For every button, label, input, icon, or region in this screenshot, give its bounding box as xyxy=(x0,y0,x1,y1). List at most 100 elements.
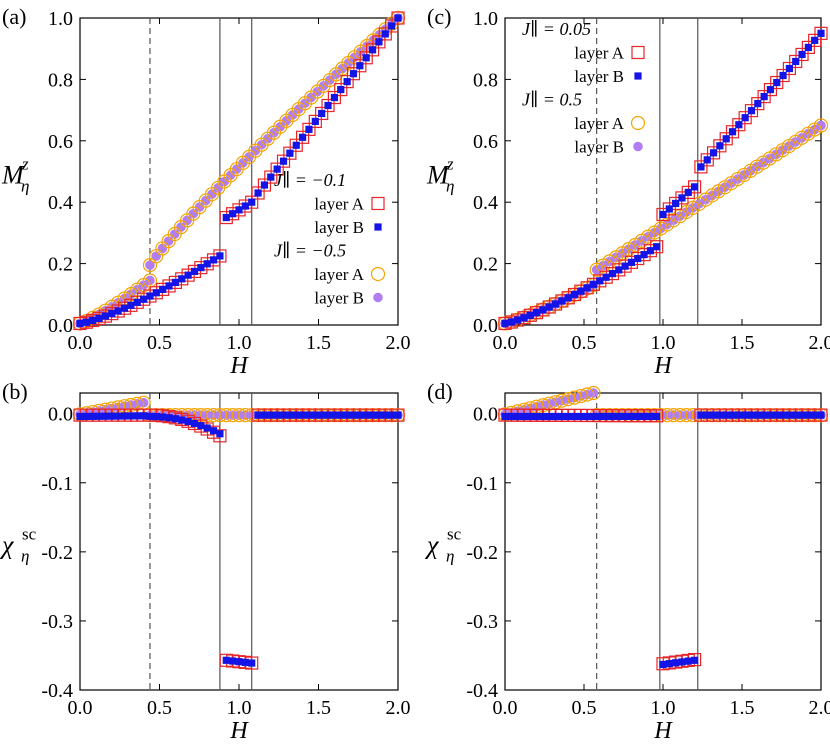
data-point-filled-square xyxy=(666,660,673,667)
data-point-filled-square xyxy=(539,413,546,420)
x-tick-label: 1.0 xyxy=(227,332,252,354)
data-point-filled-square xyxy=(140,412,147,419)
data-point-filled-square xyxy=(312,412,319,419)
y-axis-label-sup: z xyxy=(21,155,29,174)
data-point-filled-square xyxy=(286,412,293,419)
data-point-filled-square xyxy=(146,413,153,420)
y-axis-label-sub: η xyxy=(21,547,29,566)
data-point-filled-square xyxy=(369,46,376,53)
data-point-filled-square xyxy=(672,200,679,207)
data-point-filled-square xyxy=(159,413,166,420)
x-tick-label: 1.0 xyxy=(227,697,252,719)
data-point-filled-square xyxy=(356,62,363,69)
y-tick-label: 0.0 xyxy=(48,315,73,337)
data-point-filled-square xyxy=(159,286,166,293)
data-point-filled-square xyxy=(786,65,793,72)
x-tick-label: 0.5 xyxy=(572,332,597,354)
data-point-filled-square xyxy=(723,412,730,419)
data-point-filled-square xyxy=(571,413,578,420)
legend-header: J∥ = 0.5 xyxy=(522,90,582,110)
data-point-filled-square xyxy=(792,412,799,419)
data-point-filled-square xyxy=(89,317,96,324)
data-point-filled-square xyxy=(185,272,192,279)
data-point-filled-square xyxy=(197,422,204,429)
data-point-filled-square xyxy=(811,412,818,419)
data-point-filled-square xyxy=(603,274,610,281)
data-point-filled-square xyxy=(146,292,153,299)
data-point-filled-square xyxy=(729,128,736,135)
data-point-filled-square xyxy=(659,211,666,218)
data-point-filled-square xyxy=(102,413,109,420)
data-point-filled-square xyxy=(344,412,351,419)
data-point-filled-square xyxy=(102,313,109,320)
data-point-filled-square xyxy=(261,181,268,188)
data-point-filled-square xyxy=(710,149,717,156)
y-tick-label: 0.8 xyxy=(473,69,498,91)
y-tick-label: 0.6 xyxy=(473,131,498,153)
data-point-filled-square xyxy=(590,413,597,420)
data-point-filled-square xyxy=(786,412,793,419)
data-point-filled-square xyxy=(767,412,774,419)
panel-label: (d) xyxy=(427,379,453,404)
data-point-filled-square xyxy=(653,243,660,250)
data-point-filled-square xyxy=(324,102,331,109)
data-point-filled-square xyxy=(634,255,641,262)
x-tick-label: 1.5 xyxy=(306,332,331,354)
data-point-filled-square xyxy=(546,303,553,310)
y-tick-label: -0.4 xyxy=(41,680,73,702)
y-tick-label: 0.4 xyxy=(473,192,498,214)
legend-header: J∥ = −0.5 xyxy=(274,241,346,261)
data-point-filled-square xyxy=(514,316,521,323)
x-tick-label: 1.0 xyxy=(651,697,676,719)
data-point-filled-square xyxy=(388,22,395,29)
data-point-filled-square xyxy=(704,412,711,419)
data-point-filled-square xyxy=(514,413,521,420)
y-axis-label-sub: η xyxy=(21,177,29,196)
data-point-filled-square xyxy=(640,413,647,420)
y-tick-label: 0.2 xyxy=(473,254,498,276)
data-point-filled-square xyxy=(552,413,559,420)
x-tick-label: 0.5 xyxy=(572,697,597,719)
data-point-filled-square xyxy=(127,412,134,419)
data-point-filled-square xyxy=(767,86,774,93)
data-point-filled-square xyxy=(754,412,761,419)
legend-marker-filled-circle xyxy=(373,293,383,303)
data-point-filled-square xyxy=(210,256,217,263)
x-tick-label: 2.0 xyxy=(386,332,411,354)
data-point-filled-square xyxy=(235,658,242,665)
y-axis-label-sub: η xyxy=(446,547,454,566)
y-tick-label: -0.2 xyxy=(41,542,73,564)
y-tick-label: 1.0 xyxy=(48,8,73,30)
data-point-filled-square xyxy=(344,78,351,85)
data-point-filled-square xyxy=(558,413,565,420)
legend-marker-filled-square xyxy=(374,223,381,230)
data-point-filled-square xyxy=(191,420,198,427)
data-point-filled-square xyxy=(394,14,401,21)
data-point-filled-square xyxy=(229,657,236,664)
y-axis-label: χ xyxy=(0,531,14,560)
data-point-filled-square xyxy=(229,210,236,217)
data-point-filled-square xyxy=(299,134,306,141)
data-point-filled-square xyxy=(204,424,211,431)
data-point-filled-square xyxy=(89,413,96,420)
data-points xyxy=(499,387,828,670)
data-point-filled-square xyxy=(596,413,603,420)
data-point-filled-square xyxy=(178,416,185,423)
panel-label: (a) xyxy=(2,4,26,29)
data-point-filled-square xyxy=(520,314,527,321)
y-tick-label: 0.6 xyxy=(48,131,73,153)
data-point-filled-square xyxy=(76,413,83,420)
data-point-filled-square xyxy=(305,126,312,133)
data-point-filled-square xyxy=(165,282,172,289)
data-point-filled-square xyxy=(312,118,319,125)
data-points xyxy=(74,396,405,669)
data-point-filled-square xyxy=(108,413,115,420)
data-point-filled-square xyxy=(394,412,401,419)
data-point-filled-square xyxy=(172,415,179,422)
legend-entry-label: layer B xyxy=(314,218,364,237)
data-point-filled-square xyxy=(723,135,730,142)
legend-entry-label: layer A xyxy=(314,265,364,284)
